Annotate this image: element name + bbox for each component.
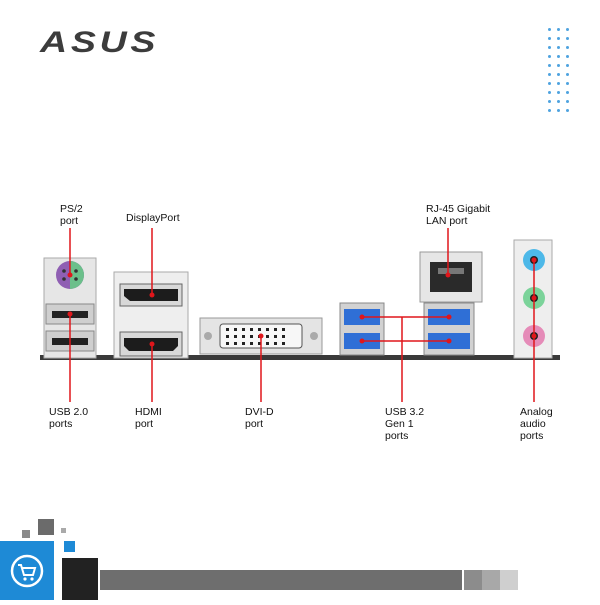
decor-block <box>464 570 482 590</box>
label-rj45: RJ-45 Gigabit LAN port <box>426 203 491 227</box>
label-hdmi: HDMI port <box>135 406 162 430</box>
rj45-port <box>430 262 472 292</box>
motherboard-edge <box>40 355 560 360</box>
decor-block <box>500 570 518 590</box>
label-audio: Analog audio ports <box>520 406 553 442</box>
decor-block-dark <box>62 558 98 600</box>
bottom-bar <box>100 570 462 590</box>
decor-square <box>61 528 66 533</box>
decorative-dot-grid <box>548 28 572 118</box>
label-usb32: USB 3.2 Gen 1 ports <box>385 406 425 442</box>
label-dvid: DVI-D port <box>245 406 274 430</box>
decor-square <box>22 530 30 538</box>
asus-logo: ASUS <box>40 26 160 59</box>
callout-lines <box>69 228 535 402</box>
decor-square <box>38 519 54 535</box>
label-ps2-port: PS/2 port <box>60 203 83 227</box>
label-displayport: DisplayPort <box>126 212 180 224</box>
decor-square <box>64 541 75 552</box>
shopping-cart-icon <box>10 554 44 588</box>
decor-block <box>482 570 500 590</box>
store-badge[interactable] <box>0 541 54 600</box>
label-usb20: USB 2.0 ports <box>49 406 89 430</box>
